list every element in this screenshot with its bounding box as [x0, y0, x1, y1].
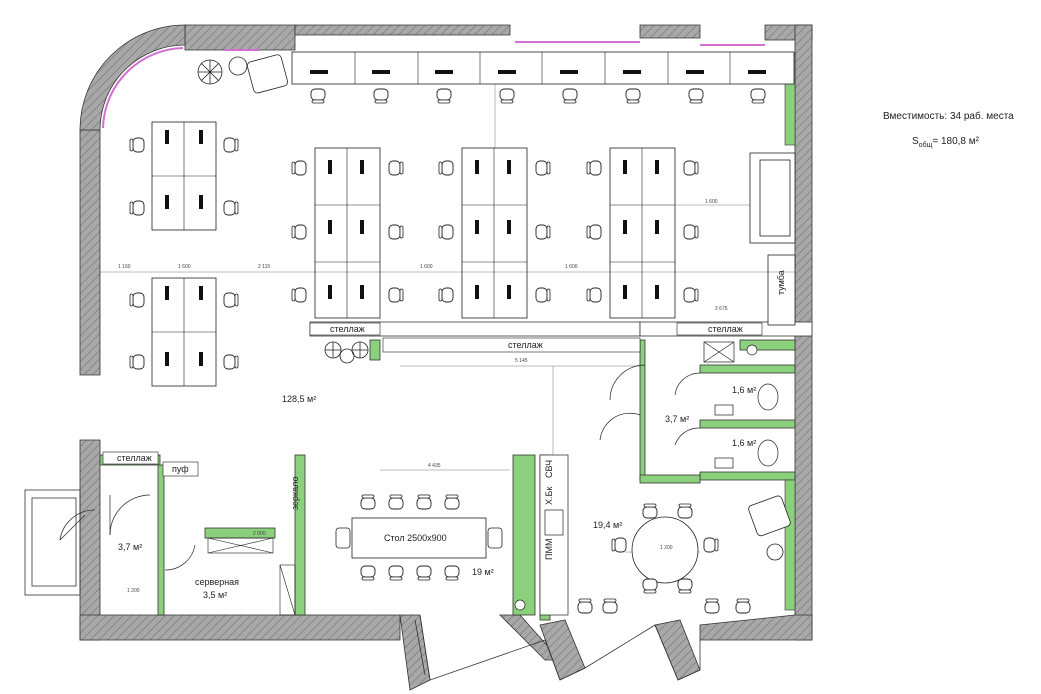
outer-walls [79, 24, 813, 691]
round-table [611, 503, 719, 594]
pmm-label: ПММ [544, 539, 554, 560]
room-server-area: 3,5 м² [203, 590, 227, 600]
doors [109, 364, 701, 571]
area-value: = 180,8 м² [932, 136, 979, 147]
plant-group [324, 341, 369, 364]
svg-text:1 200: 1 200 [660, 545, 673, 551]
svg-text:1 160: 1 160 [118, 264, 131, 270]
kitchen-side-table [766, 543, 784, 561]
room-open-space-area: 128,5 м² [282, 394, 316, 404]
curved-wall [79, 24, 186, 131]
room-kitchen-area: 19,4 м² [593, 520, 622, 530]
svch-label: СВЧ [544, 460, 554, 478]
shelf-label-3: стеллаж [708, 324, 743, 334]
wc-fixtures [703, 341, 779, 469]
dimension-texts: 1 160 1 600 2 115 1 600 1 600 2 675 1 60… [118, 199, 728, 594]
side-table [228, 56, 248, 76]
left-desk-cluster-2 [129, 277, 239, 387]
svg-text:2 000: 2 000 [253, 531, 266, 537]
wall-accent-2 [784, 479, 796, 611]
tumba-label: тумба [776, 270, 786, 295]
server-rack [207, 537, 296, 616]
meeting-table [335, 494, 503, 581]
puf-label: пуф [172, 464, 189, 474]
svg-text:1 600: 1 600 [178, 264, 191, 270]
mirror-label: зеркало [290, 476, 300, 510]
room-server-label: серверная [195, 577, 239, 587]
svg-text:1 200: 1 200 [127, 588, 140, 594]
left-desk-cluster-1 [129, 121, 239, 231]
room-vestibule-area: 3,7 м² [118, 542, 142, 552]
top-windows [225, 41, 765, 51]
meeting-table-label: Стол 2500х900 [384, 533, 447, 543]
entrance [24, 489, 96, 596]
area-sub: общ [918, 142, 933, 149]
bk-label: Х.Бк [544, 487, 554, 505]
sofa [749, 152, 796, 244]
capacity-label: Вместимость: 34 раб. места [883, 111, 1014, 122]
kitchen-counter [514, 454, 569, 616]
svg-text:1 600: 1 600 [565, 264, 578, 270]
shelf-label-4: стеллаж [117, 453, 152, 463]
room-wc2-area: 1,6 м² [732, 438, 756, 448]
total-area-label: Sобщ= 180,8 м² [912, 136, 979, 149]
bay-windows [414, 614, 701, 681]
room-corridor-area: 3,7 м² [665, 414, 689, 424]
room-meeting-area: 19 м² [472, 567, 494, 577]
center-desk-cluster-c [586, 147, 699, 319]
svg-text:1 600: 1 600 [705, 199, 718, 205]
kitchen-armchair [748, 495, 791, 537]
svg-text:2 675: 2 675 [715, 306, 728, 312]
shelf-label-1: стеллаж [330, 324, 365, 334]
plant [197, 59, 223, 85]
svg-text:1 600: 1 600 [420, 264, 433, 270]
room-wc1-area: 1,6 м² [732, 385, 756, 395]
top-desk-row [291, 51, 795, 104]
tumba-cabinet [767, 254, 796, 326]
curved-window [102, 47, 184, 129]
area-prefix: S [912, 136, 919, 147]
kitchen-chairs-bottom [577, 598, 751, 614]
shelf-label-2: стеллаж [508, 340, 543, 350]
center-desk-cluster-b [438, 147, 551, 319]
svg-text:2 115: 2 115 [258, 264, 270, 270]
center-desk-cluster-a [291, 147, 404, 319]
svg-text:4 435: 4 435 [428, 463, 441, 469]
svg-text:5 145: 5 145 [515, 358, 528, 364]
shelf-bands [102, 322, 763, 477]
armchair [246, 54, 289, 94]
